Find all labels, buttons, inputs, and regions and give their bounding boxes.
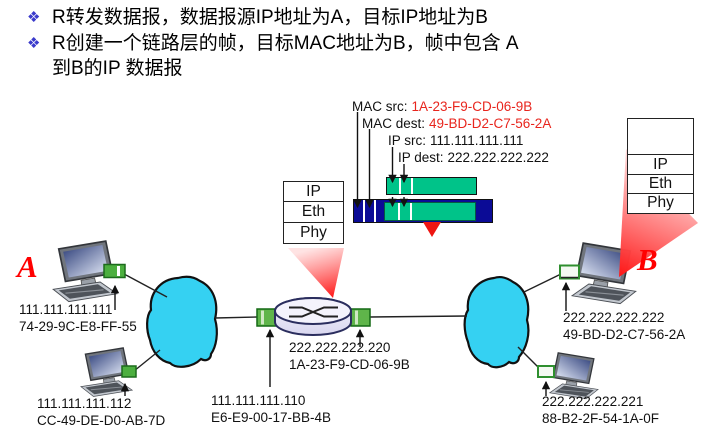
router-left-adapter-icon: [256, 308, 277, 327]
field-separator: [411, 178, 413, 194]
beam-to-router: [288, 248, 344, 298]
field-separator: [410, 203, 412, 220]
host-b2-ip: 222.222.222.221: [542, 394, 644, 409]
router-icon: [274, 297, 352, 336]
bullet-2-text-line2: 到B的IP 数据报: [52, 58, 183, 79]
bullet-list: ❖ R转发数据报，数据报源IP地址为A，目标IP地址为B ❖ R创建一个链路层的…: [27, 5, 687, 82]
host-a-ip: 111.111.111.111: [19, 302, 113, 317]
router-right-mac: 1A-23-F9-CD-06-9B: [289, 356, 410, 372]
host-b2-address: 222.222.222.221 88-B2-2F-54-1A-0F: [542, 394, 659, 427]
network-cloud-left: [146, 275, 218, 368]
host-b-mac: 49-BD-D2-C7-56-2A: [563, 326, 686, 342]
ip-src-value: 111.111.111.111: [430, 133, 524, 148]
ethernet-frame-bar: [353, 199, 493, 223]
mac-dest-label: MAC dest:49-BD-D2-C7-56-2A: [362, 116, 552, 131]
stack-layer-phy: Phy: [283, 221, 344, 244]
host-a-letter: A: [17, 249, 38, 284]
stack-layer-eth: Eth: [627, 173, 694, 195]
stack-layer-ip: IP: [283, 181, 344, 203]
host-a-adapter-icon: [103, 263, 126, 279]
ip-src-label: IP src:111.111.111.111: [388, 133, 524, 148]
host-a-mac: 74-29-9C-E8-FF-55: [19, 318, 137, 334]
bullet-1-text: R转发数据报，数据报源IP地址为A，目标IP地址为B: [52, 7, 488, 28]
host-b-protocol-stack: IP Eth Phy: [627, 118, 694, 214]
host-b-icon: [571, 242, 637, 305]
bullet-2: ❖ R创建一个链路层的帧，目标MAC地址为B，帧中包含 A 到B的IP 数据报: [27, 31, 687, 81]
mac-src-label: MAC src:1A-23-F9-CD-06-9B: [352, 99, 533, 114]
network-cloud-right: [463, 275, 530, 369]
frame-payload-datagram: [384, 202, 476, 221]
host-a2-ip: 111.111.111.112: [37, 396, 132, 411]
host-b-adapter-icon: [559, 264, 580, 280]
host-a2-address: 111.111.111.112 CC-49-DE-D0-AB-7D: [37, 396, 165, 429]
mac-src-value: 1A-23-F9-CD-06-9B: [411, 99, 533, 114]
field-separator: [374, 200, 376, 222]
stack-layer-phy: Phy: [627, 192, 694, 214]
field-separator: [362, 200, 365, 222]
ip-datagram-bar: [386, 177, 477, 195]
router-protocol-stack: IP Eth Phy: [283, 181, 344, 244]
diamond-bullet-icon: ❖: [27, 9, 41, 26]
host-a-address: 111.111.111.111 74-29-9C-E8-FF-55: [19, 302, 137, 335]
host-a2-adapter-icon: [121, 365, 137, 378]
router-left-ip: 111.111.111.110: [211, 393, 306, 408]
diamond-bullet-icon: ❖: [27, 35, 41, 52]
router-right-adapter-icon: [350, 308, 371, 327]
stack-layer-upper-empty: [627, 118, 694, 156]
router-left-mac: E6-E9-00-17-BB-4B: [211, 409, 332, 425]
bullet-2-text-line1: R创建一个链路层的帧，目标MAC地址为B，帧中包含 A: [52, 33, 519, 54]
frame-highlight-triangle-icon: [423, 222, 441, 237]
field-separator: [399, 178, 401, 194]
bullet-1: ❖ R转发数据报，数据报源IP地址为A，目标IP地址为B: [27, 5, 687, 30]
ip-dest-value: 222.222.222.222: [447, 150, 549, 165]
stack-layer-ip: IP: [627, 154, 694, 176]
host-b-letter: B: [637, 242, 658, 277]
router-right-address: 222.222.222.220 1A-23-F9-CD-06-9B: [289, 340, 410, 373]
mac-dest-value: 49-BD-D2-C7-56-2A: [429, 116, 552, 131]
stack-layer-eth: Eth: [283, 201, 344, 224]
host-a-icon: [52, 240, 118, 303]
field-separator: [398, 203, 400, 220]
host-a2-icon: [80, 347, 133, 398]
host-b-address: 222.222.222.222 49-BD-D2-C7-56-2A: [563, 310, 685, 343]
host-b-ip: 222.222.222.222: [563, 310, 665, 325]
ip-dest-label: IP dest:222.222.222.222: [398, 150, 549, 165]
host-b2-adapter-icon: [537, 365, 555, 378]
router-left-address: 111.111.111.110 E6-E9-00-17-BB-4B: [211, 393, 331, 426]
host-b2-icon: [549, 352, 599, 400]
host-b2-mac: 88-B2-2F-54-1A-0F: [542, 410, 660, 426]
host-a2-mac: CC-49-DE-D0-AB-7D: [37, 412, 166, 428]
router-right-ip: 222.222.222.220: [289, 340, 391, 355]
